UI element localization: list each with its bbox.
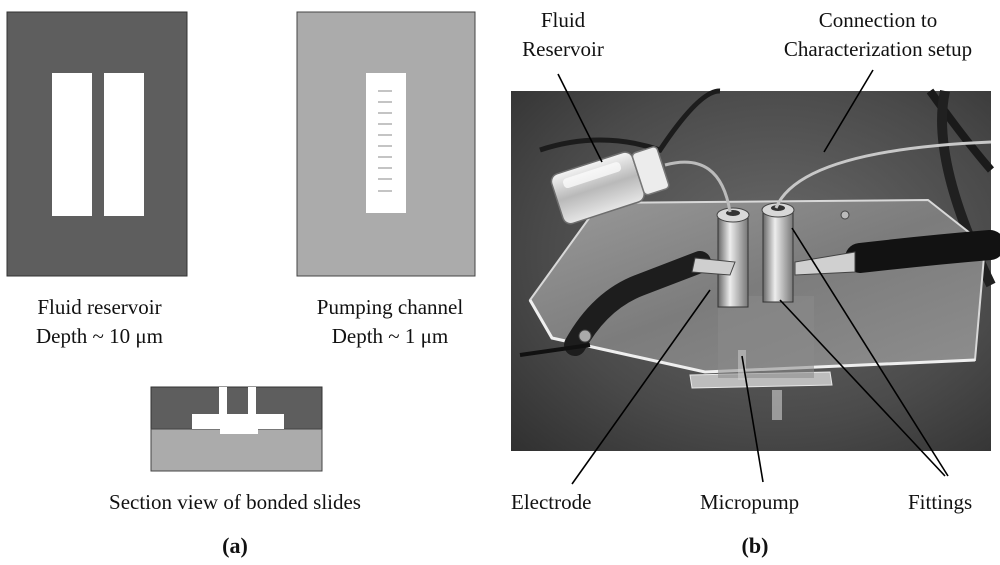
callout-connection: Connection to Characterization setup: [760, 8, 996, 62]
reservoir-caption: Fluid reservoir Depth ~ 10 μm: [7, 295, 192, 349]
clip-left: [691, 257, 736, 276]
callout-connection-line2: Characterization setup: [783, 37, 973, 61]
pumping-channel-slide: [296, 11, 476, 277]
setup-photo: [511, 88, 1000, 451]
reservoir-caption-line2: Depth ~ 10 μm: [35, 324, 164, 348]
electrode-cable-right: [845, 230, 1000, 273]
panel-label-a: (a): [222, 533, 248, 558]
reservoir-well-right: [104, 73, 144, 216]
leader-fittings-2: [779, 299, 946, 477]
channel-caption-line1: Pumping channel: [316, 295, 464, 319]
reservoir-vial: [550, 146, 670, 225]
callout-fluid-reservoir: Fluid Reservoir: [498, 8, 628, 62]
clip-right: [794, 251, 856, 276]
callout-micropump: Micropump: [700, 490, 800, 514]
leader-fluid-reservoir: [557, 73, 603, 163]
leader-fittings-1: [791, 227, 949, 477]
reservoir-well-left: [52, 73, 92, 216]
callout-fluid-reservoir-line2: Reservoir: [522, 37, 604, 61]
callout-fluid-reservoir-line1: Fluid: [540, 8, 586, 32]
section-caption: Section view of bonded slides: [109, 490, 361, 514]
reservoir-tubing: [664, 160, 732, 213]
panel-label-b: (b): [741, 533, 769, 558]
channel-ticks: [378, 90, 392, 192]
callout-lines: [557, 69, 949, 485]
setup-tubing: [774, 140, 992, 209]
section-view-diagram: [150, 386, 323, 472]
channel-caption-line2: Depth ~ 1 μm: [331, 324, 449, 348]
channel-caption: Pumping channel Depth ~ 1 μm: [290, 295, 490, 349]
callout-connection-line1: Connection to: [818, 8, 938, 32]
fluid-reservoir-slide: [6, 11, 188, 277]
reservoir-caption-line1: Fluid reservoir: [37, 295, 162, 319]
leader-micropump: [741, 355, 764, 483]
callout-electrode: Electrode: [511, 490, 592, 514]
pumping-channel: [366, 73, 406, 213]
leader-connection: [823, 69, 874, 153]
fitting-right: [762, 209, 794, 303]
leader-electrode: [571, 289, 711, 485]
callout-fittings: Fittings: [908, 490, 973, 514]
